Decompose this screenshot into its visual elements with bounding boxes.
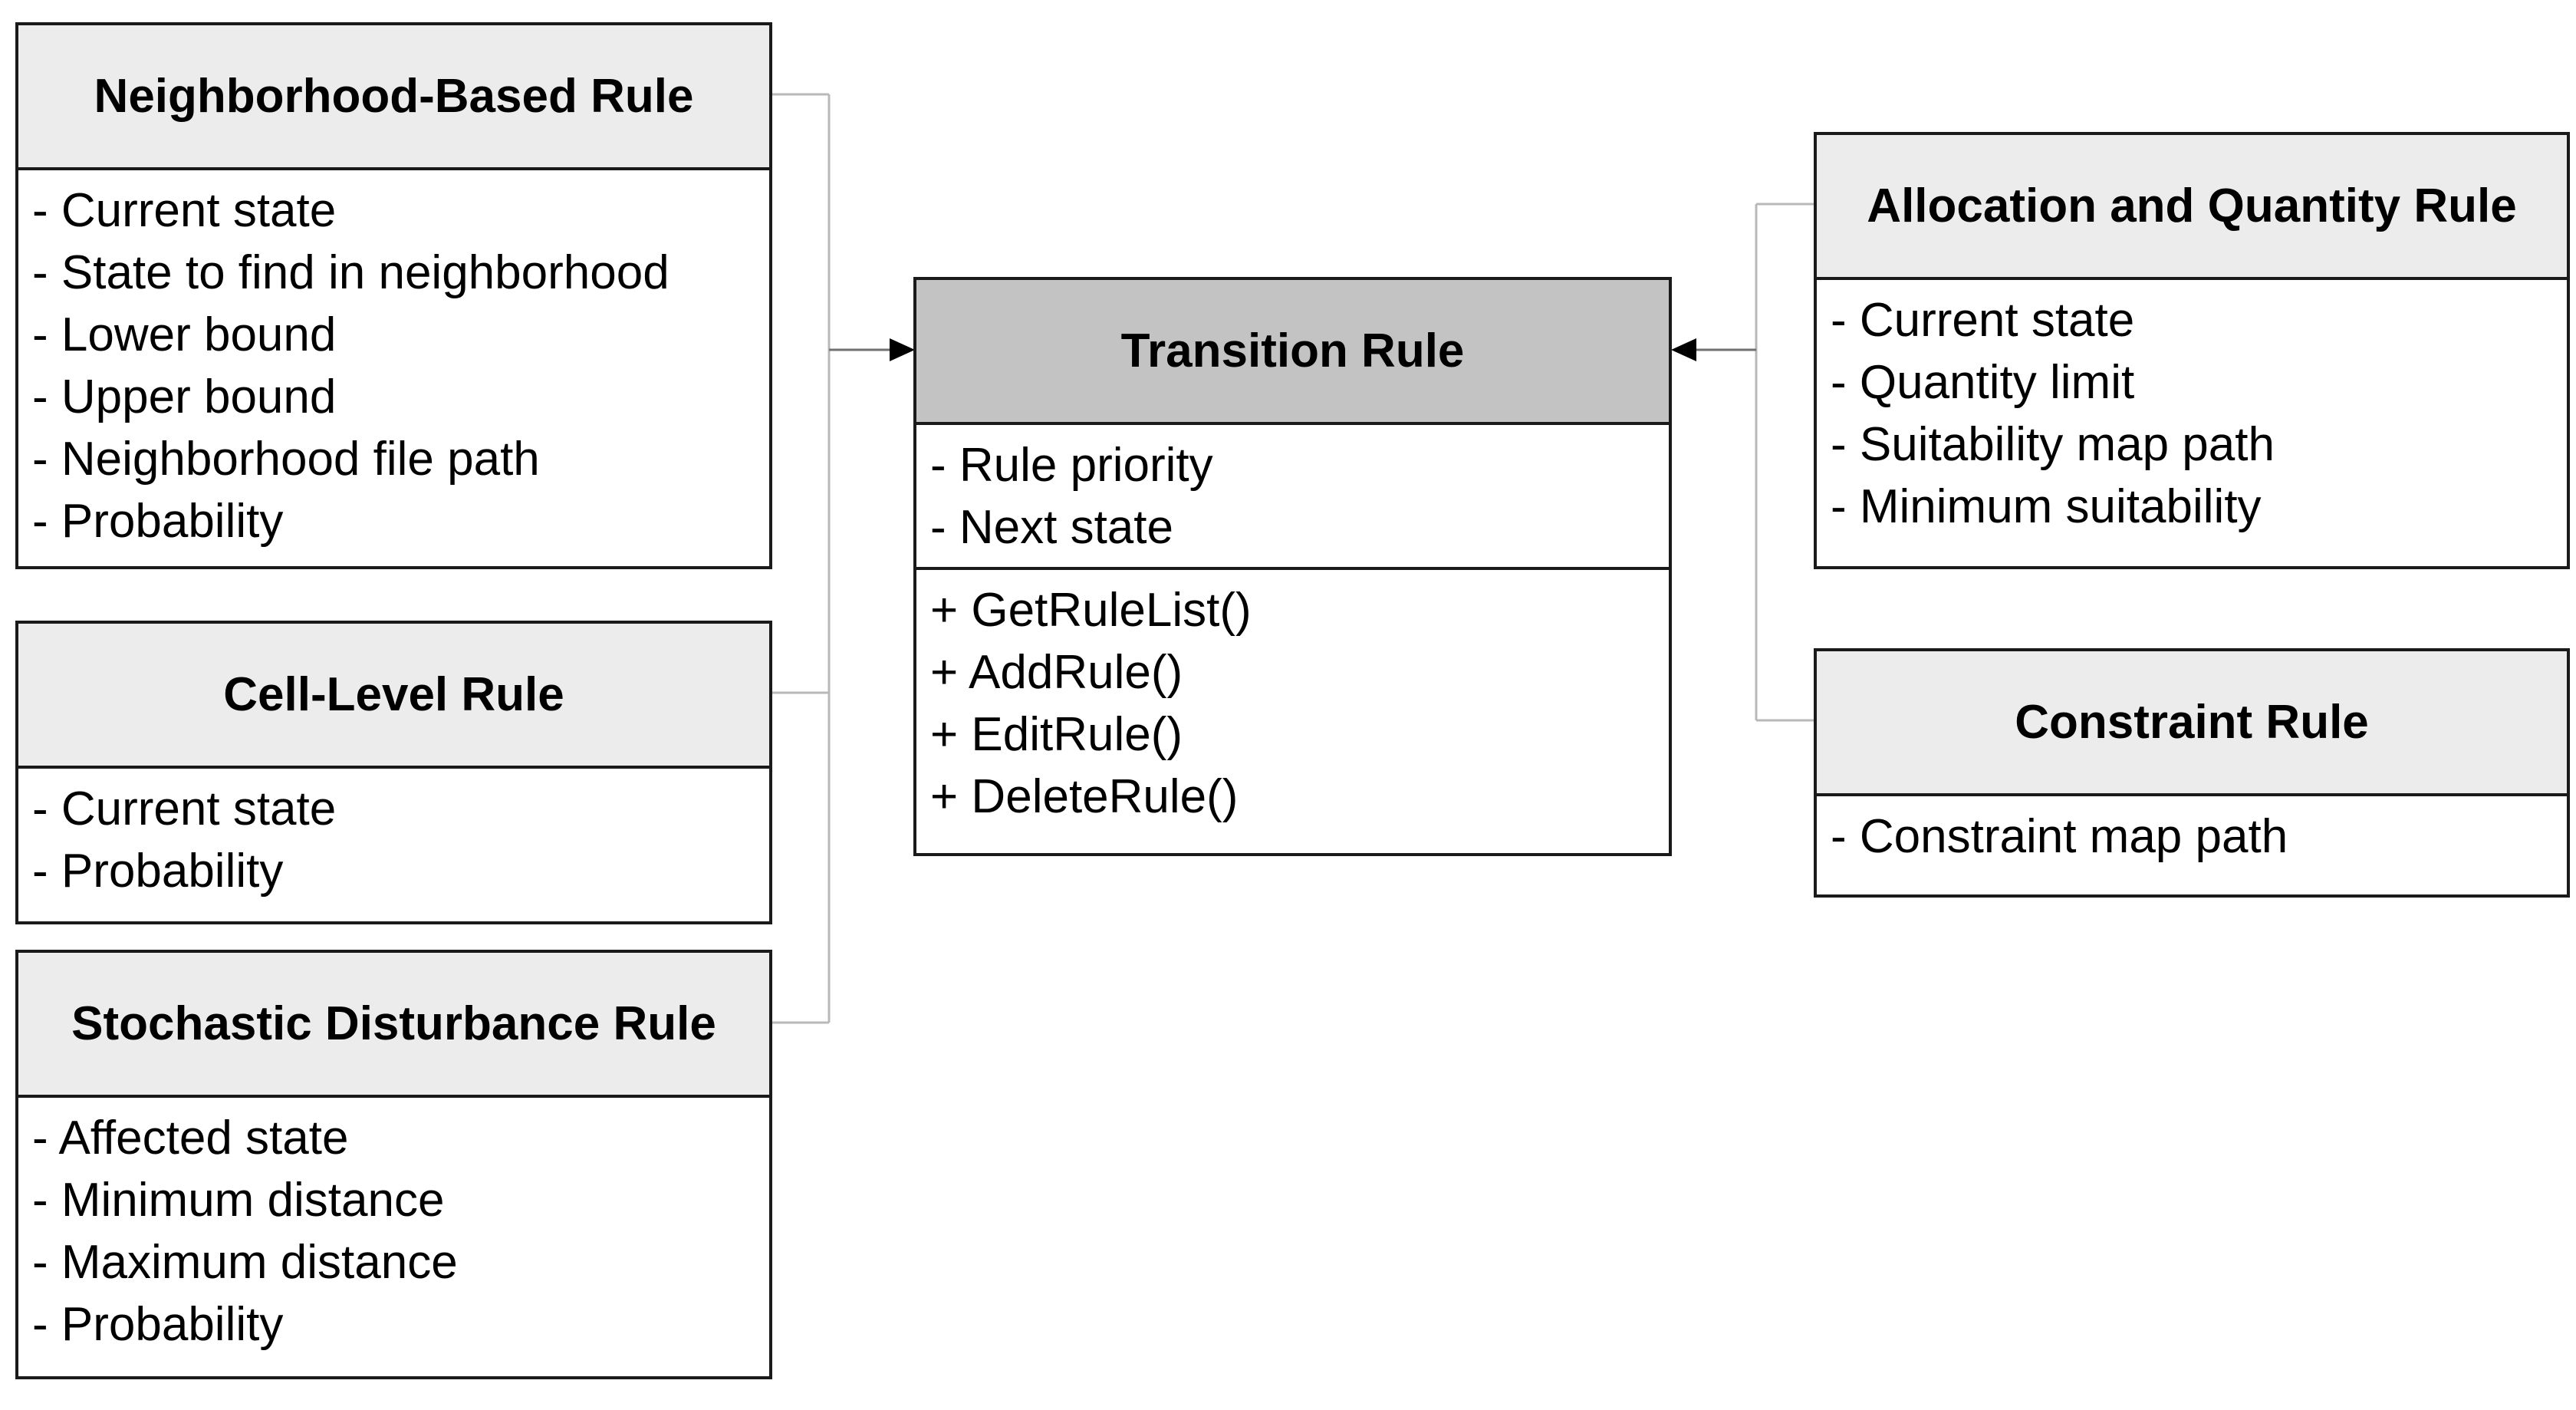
attribute-item: - Current state <box>32 782 337 835</box>
attribute-list: - Current state - Quantity limit - Suita… <box>1817 280 2567 538</box>
class-title: Neighborhood-Based Rule <box>18 25 769 170</box>
attribute-item: - Neighborhood file path <box>32 433 540 486</box>
attribute-list: - Current state - State to find in neigh… <box>18 170 769 552</box>
class-cell-level-rule: Cell-Level Rule - Current state - Probab… <box>15 621 772 924</box>
attribute-item: - Minimum distance <box>32 1174 445 1227</box>
class-title: Stochastic Disturbance Rule <box>18 953 769 1098</box>
method-item: + GetRuleList() <box>930 584 1252 637</box>
attribute-list: - Current state - Probability <box>18 769 769 902</box>
attribute-item: - Quantity limit <box>1831 356 2135 409</box>
arrowhead-right <box>1671 338 1696 361</box>
attribute-item: - Maximum distance <box>32 1236 458 1289</box>
attribute-item: - Probability <box>32 845 284 898</box>
class-allocation-and-quantity-rule: Allocation and Quantity Rule - Current s… <box>1814 132 2570 569</box>
class-title: Allocation and Quantity Rule <box>1817 135 2567 280</box>
class-stochastic-disturbance-rule: Stochastic Disturbance Rule - Affected s… <box>15 950 772 1379</box>
class-title: Transition Rule <box>916 280 1669 425</box>
attribute-item: - Rule priority <box>930 439 1213 492</box>
attribute-item: - State to find in neighborhood <box>32 246 669 299</box>
method-list: + GetRuleList() + AddRule() + EditRule()… <box>916 567 1669 828</box>
attribute-item: - Next state <box>930 501 1173 554</box>
method-item: + DeleteRule() <box>930 770 1239 823</box>
attribute-item: - Upper bound <box>32 371 337 423</box>
attribute-item: - Minimum suitability <box>1831 480 2262 533</box>
attribute-item: - Suitability map path <box>1831 418 2275 471</box>
method-item: + AddRule() <box>930 646 1183 699</box>
attribute-item: - Lower bound <box>32 308 337 361</box>
class-title: Cell-Level Rule <box>18 624 769 769</box>
attribute-item: - Probability <box>32 1298 284 1351</box>
attribute-item: - Constraint map path <box>1831 810 2288 863</box>
attribute-item: - Current state <box>32 184 337 237</box>
class-title: Constraint Rule <box>1817 651 2567 796</box>
attribute-list: - Affected state - Minimum distance - Ma… <box>18 1098 769 1356</box>
attribute-item: - Current state <box>1831 294 2135 347</box>
attribute-item: - Probability <box>32 495 284 548</box>
attribute-list: - Rule priority - Next state <box>916 425 1669 567</box>
class-constraint-rule: Constraint Rule - Constraint map path <box>1814 648 2570 898</box>
attribute-list: - Constraint map path <box>1817 796 2567 868</box>
class-neighborhood-based-rule: Neighborhood-Based Rule - Current state … <box>15 22 772 569</box>
class-transition-rule: Transition Rule - Rule priority - Next s… <box>913 277 1672 856</box>
arrowhead-left <box>890 338 915 361</box>
method-item: + EditRule() <box>930 708 1183 761</box>
attribute-item: - Affected state <box>32 1112 349 1165</box>
